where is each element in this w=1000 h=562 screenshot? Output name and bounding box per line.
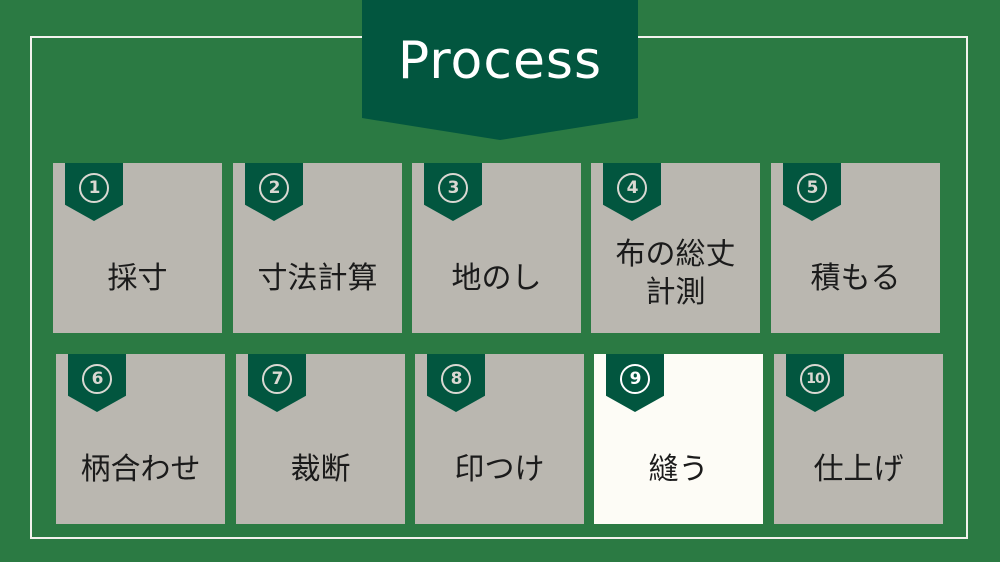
step-label: 地のし <box>451 261 542 296</box>
step-number-badge: 7 <box>262 364 292 394</box>
step-number-badge: 4 <box>617 173 647 203</box>
step-card-4: 4 布の総丈 計測 <box>591 163 760 333</box>
step-number-badge: 1 <box>79 173 109 203</box>
step-number-tab: 10 <box>786 354 844 412</box>
step-card-2: 2 寸法計算 <box>233 163 402 333</box>
step-card-7: 7 裁断 <box>236 354 405 524</box>
step-label: 積もる <box>810 261 901 296</box>
step-label: 裁断 <box>290 452 351 487</box>
step-number-tab: 8 <box>427 354 485 412</box>
step-card-8: 8 印つけ <box>415 354 584 524</box>
step-number-tab: 5 <box>783 163 841 221</box>
step-number-tab: 4 <box>603 163 661 221</box>
step-number-badge: 3 <box>438 173 468 203</box>
page-title: Process <box>397 31 603 91</box>
step-number-tab: 2 <box>245 163 303 221</box>
step-number-badge: 9 <box>620 364 650 394</box>
step-label: 布の総丈 計測 <box>615 237 736 310</box>
step-label: 柄合わせ <box>80 452 201 487</box>
step-label: 仕上げ <box>813 452 904 487</box>
title-banner: Process <box>362 0 638 140</box>
step-number-badge: 6 <box>82 364 112 394</box>
step-card-3: 3 地のし <box>412 163 581 333</box>
step-label: 寸法計算 <box>257 261 378 296</box>
step-card-1: 1 採寸 <box>53 163 222 333</box>
step-card-9-current: 9 縫う <box>594 354 763 524</box>
step-number-tab: 1 <box>65 163 123 221</box>
step-number-badge: 10 <box>800 364 830 394</box>
step-number-tab: 6 <box>68 354 126 412</box>
step-card-5: 5 積もる <box>771 163 940 333</box>
step-number-tab: 7 <box>248 354 306 412</box>
step-number-badge: 5 <box>797 173 827 203</box>
step-label: 縫う <box>648 452 709 487</box>
step-number-badge: 8 <box>441 364 471 394</box>
step-number-badge: 2 <box>259 173 289 203</box>
step-label: 採寸 <box>107 261 168 296</box>
step-label: 印つけ <box>454 452 545 487</box>
step-number-tab: 9 <box>606 354 664 412</box>
step-card-10: 10 仕上げ <box>774 354 943 524</box>
step-card-6: 6 柄合わせ <box>56 354 225 524</box>
step-number-tab: 3 <box>424 163 482 221</box>
